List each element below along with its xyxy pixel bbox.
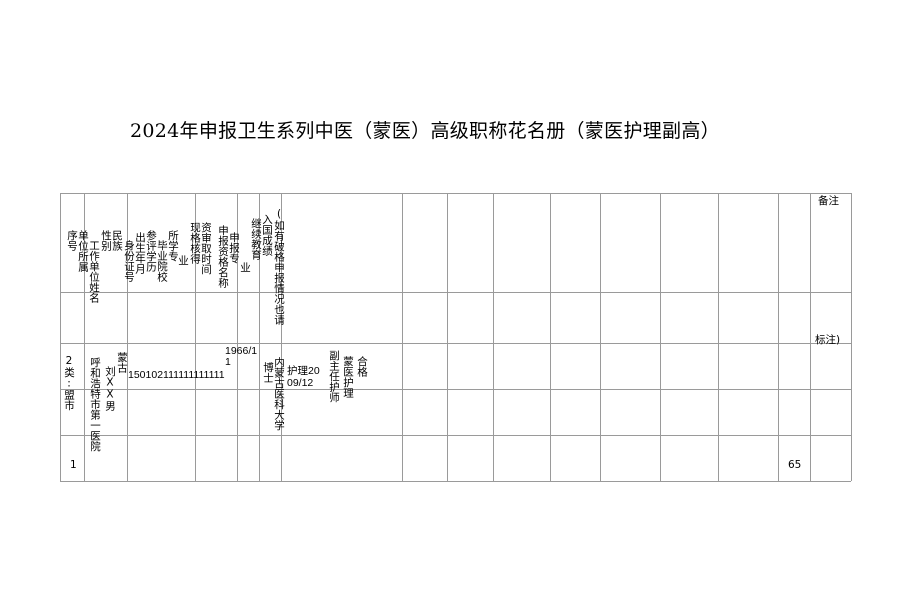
grid-line <box>600 193 601 481</box>
header-school: 毕业院校 <box>156 240 168 282</box>
cell-apply-major: 蒙医护理 <box>342 356 354 398</box>
grid-line <box>60 389 851 390</box>
cell-id-number: 150102111111111111 <box>128 369 225 381</box>
grid-line <box>60 481 851 482</box>
header-remarks-tail: 标注) <box>815 334 841 346</box>
header-score: 入国成绩 <box>261 214 273 256</box>
header-qualification-time: 资审取时间 <box>200 222 212 275</box>
header-seq: 序号 <box>66 230 78 251</box>
grid-line <box>127 193 128 481</box>
cell-seq: 1 <box>70 459 77 471</box>
cell-qualification: 护理2009/12 <box>287 365 320 389</box>
header-gender: 性别 <box>100 230 112 251</box>
grid-line <box>195 193 196 481</box>
grid-line <box>660 193 661 481</box>
grid-line <box>281 193 282 481</box>
header-work-unit-name: 工作单位姓名 <box>88 240 100 303</box>
header-major: 所学专 <box>167 230 179 262</box>
cell-result: 合格 <box>356 356 368 377</box>
cell-apply-title: 副主任护师 <box>328 350 340 403</box>
header-birth: 出生年月 <box>134 232 146 274</box>
header-id-number: 身份证号 <box>123 240 135 282</box>
header-apply-major-tail: 业 <box>239 262 251 273</box>
page-title: 2024年申报卫生系列中医（蒙医）高级职称花名册（蒙医护理副高） <box>130 120 720 142</box>
header-apply-major: 申报专 <box>228 232 240 264</box>
cell-name-gender: 刘XX男 <box>104 366 116 411</box>
cell-category: 2类:盟市 <box>63 355 75 411</box>
cell-unit: 呼和浩特市第一医院 <box>89 357 101 452</box>
header-unit-belong: 单位所属 <box>77 230 89 272</box>
header-apply-title: 申报资格名称 <box>217 225 229 288</box>
header-education: 参评学历 <box>145 230 157 272</box>
grid-line <box>493 193 494 481</box>
grid-line <box>550 193 551 481</box>
header-note: (如有破格申报情况也请 <box>273 208 285 325</box>
grid-line <box>402 193 403 481</box>
header-qualification: 现格核得 <box>189 222 201 264</box>
header-ethnicity: 民族 <box>111 230 123 251</box>
grid-line <box>60 343 851 344</box>
grid-line <box>60 193 61 481</box>
cell-extra: 65 <box>788 459 802 471</box>
grid-line <box>259 193 260 481</box>
header-remarks: 备注 <box>818 195 839 207</box>
cell-ethnicity: 蒙古 <box>116 352 128 373</box>
grid-line <box>60 193 851 194</box>
grid-line <box>84 193 85 481</box>
grid-line <box>60 435 851 436</box>
header-continuing-edu: 继续教育 <box>250 218 262 260</box>
grid-line <box>778 193 779 481</box>
grid-line <box>718 193 719 481</box>
grid-line <box>810 193 811 481</box>
grid-line <box>851 193 852 481</box>
header-major-tail: 业 <box>177 255 189 266</box>
grid-line <box>447 193 448 481</box>
grid-line <box>237 193 238 481</box>
grid-line <box>60 292 851 293</box>
cell-education: 博士 <box>262 362 274 383</box>
cell-birth: 1966/11 <box>225 345 258 368</box>
cell-school: 内蒙古医科大学 <box>273 357 285 431</box>
